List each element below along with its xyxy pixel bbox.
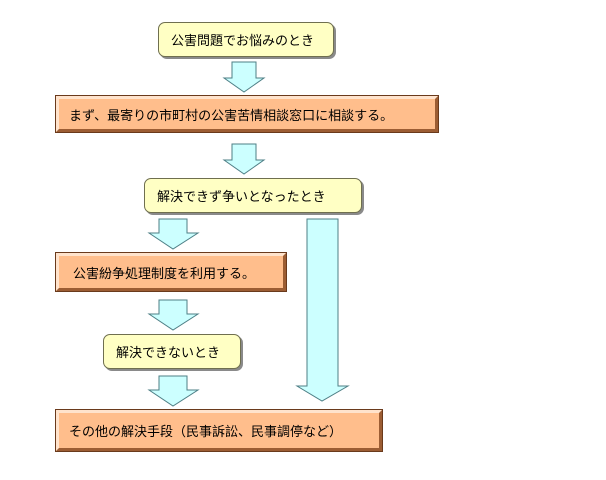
- unresolved-box: 解決できず争いとなったとき: [144, 178, 362, 213]
- consult-label: まず、最寄りの市町村の公害苦情相談窓口に相談する。: [69, 108, 394, 124]
- down-arrow-1: [222, 61, 266, 93]
- consult-box: まず、最寄りの市町村の公害苦情相談窓口に相談する。: [55, 95, 439, 133]
- no-solution-box: 解決できないとき: [103, 334, 241, 369]
- system-box: 公害紛争処理制度を利用する。: [55, 252, 287, 292]
- no-solution-label: 解決できないとき: [116, 346, 221, 361]
- long-down-arrow: [295, 218, 350, 402]
- start-label: 公害問題でお悩みのとき: [171, 34, 315, 49]
- other-means-label: その他の解決手段（民事訴訟、民事調停など）: [69, 425, 343, 440]
- start-box: 公害問題でお悩みのとき: [158, 22, 334, 57]
- down-arrow-4: [147, 299, 200, 331]
- down-arrow-3: [147, 218, 200, 250]
- down-arrow-2: [222, 143, 266, 175]
- other-means-box: その他の解決手段（民事訴訟、民事調停など）: [55, 409, 383, 452]
- unresolved-label: 解決できず争いとなったとき: [157, 190, 326, 205]
- system-label: 公害紛争処理制度を利用する。: [73, 266, 256, 282]
- down-arrow-5: [147, 375, 200, 407]
